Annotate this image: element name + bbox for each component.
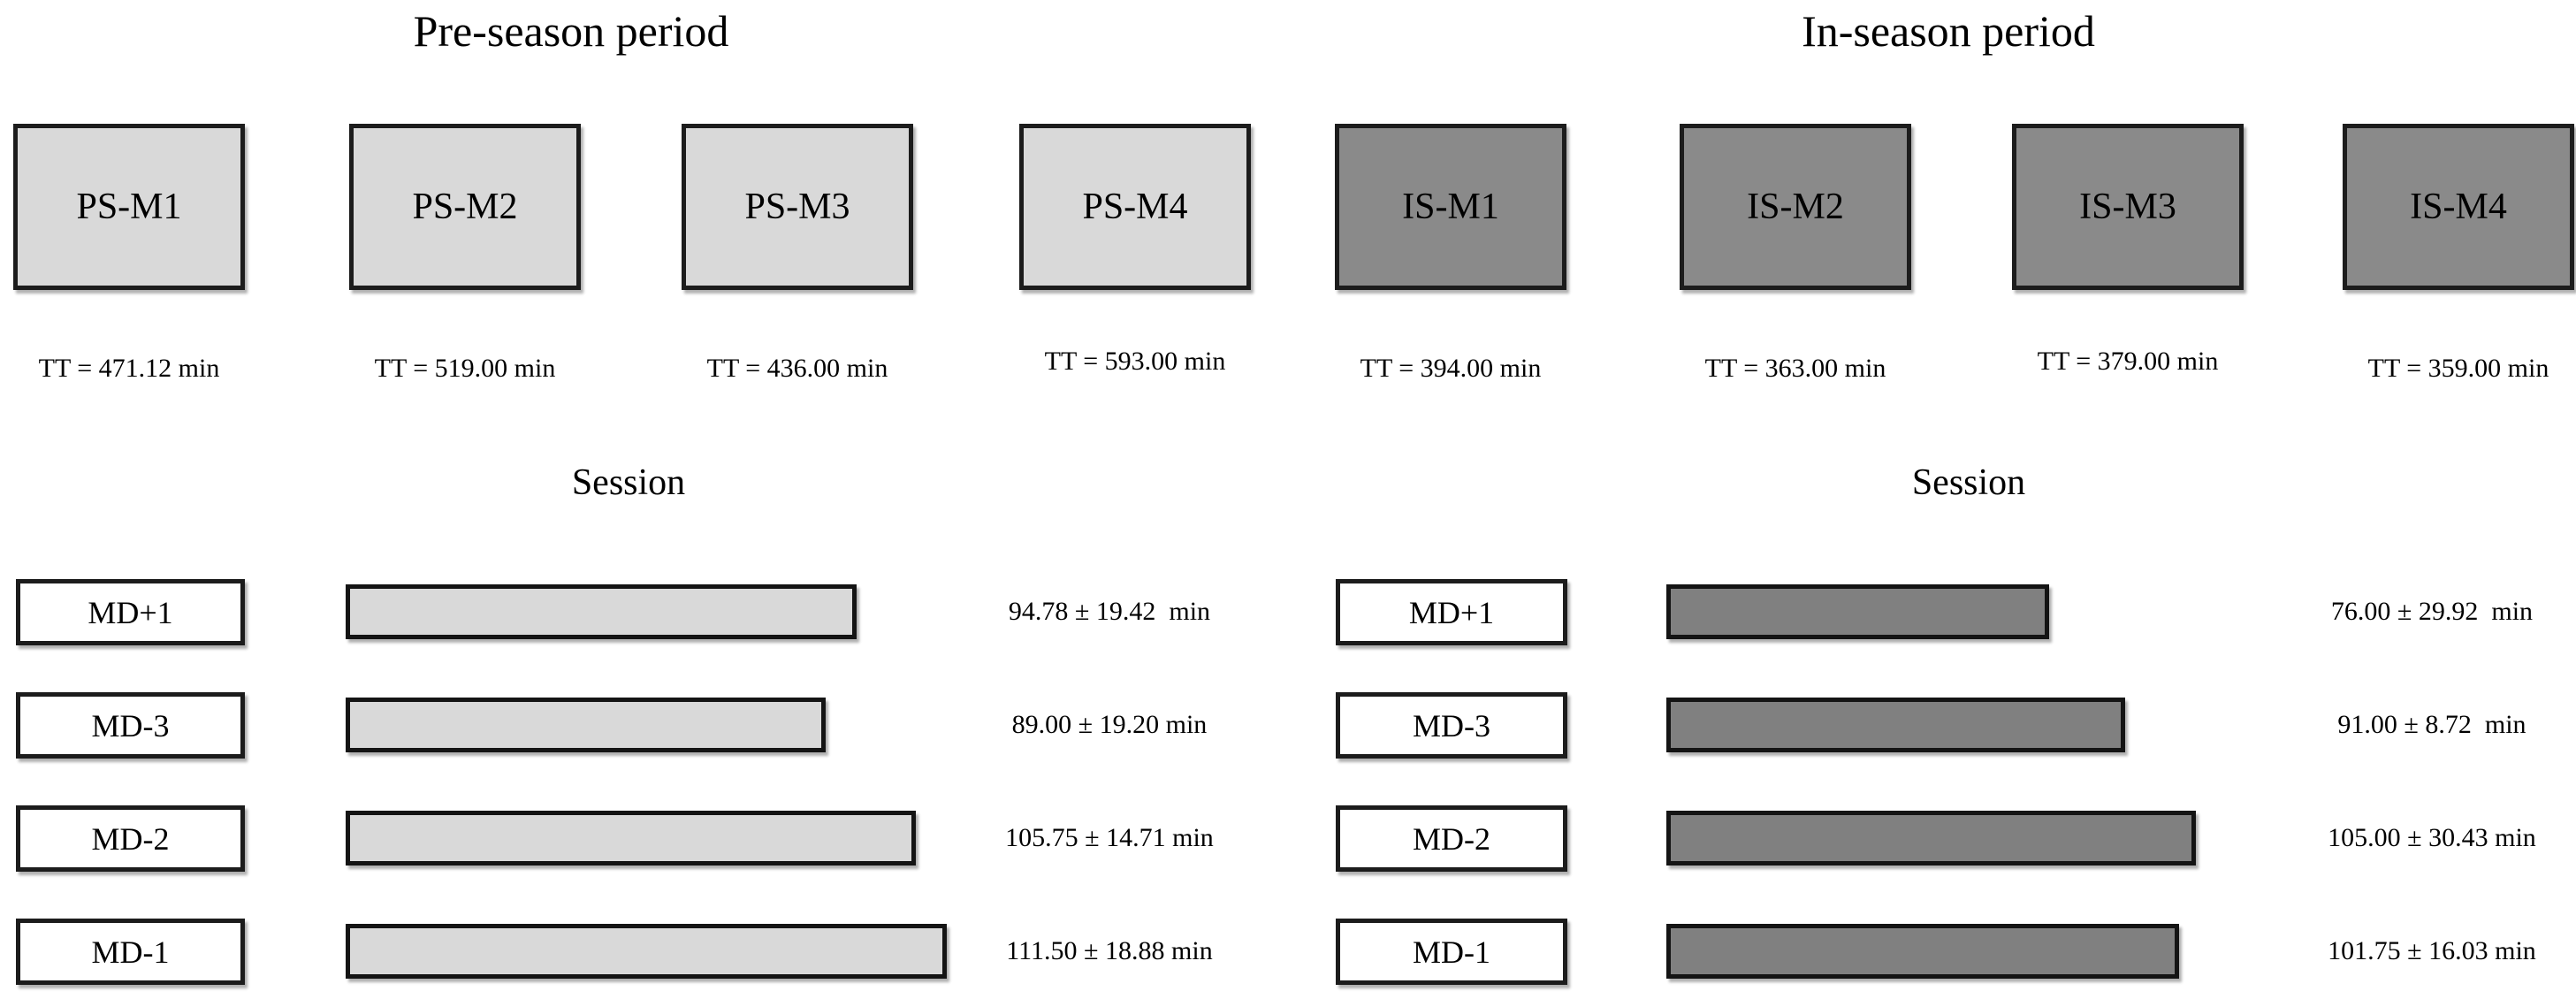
- microcycle-label: PS-M1: [76, 187, 182, 227]
- session-duration-bar-in-md-minus1: [1666, 924, 2179, 979]
- microcycle-box-is-m3: IS-M3: [2012, 124, 2244, 290]
- microcycle-box-ps-m3: PS-M3: [682, 124, 913, 290]
- microcycle-label: PS-M2: [412, 187, 518, 227]
- session-duration-value-in-md-minus1: 101.75 ± 16.03 min: [2328, 936, 2536, 965]
- session-duration-value-pre-md-minus2: 105.75 ± 14.71 min: [1005, 823, 1214, 852]
- matchday-box-pre-md-minus3: MD-3: [16, 692, 245, 759]
- microcycle-label: IS-M3: [2079, 187, 2176, 227]
- matchday-label: MD-2: [91, 820, 170, 857]
- matchday-box-in-md-minus3: MD-3: [1336, 692, 1567, 759]
- session-duration-value-pre-md-minus3: 89.00 ± 19.20 min: [1011, 710, 1208, 739]
- tt-label-is-m1: TT = 394.00 min: [1360, 354, 1542, 383]
- matchday-box-pre-md-plus1: MD+1: [16, 579, 245, 645]
- session-duration-bar-pre-md-minus1: [346, 924, 947, 979]
- matchday-label: MD-3: [1413, 707, 1490, 744]
- matchday-label: MD+1: [88, 594, 173, 630]
- matchday-box-pre-md-minus1: MD-1: [16, 919, 245, 985]
- matchday-label: MD-1: [1413, 934, 1490, 970]
- microcycle-box-is-m2: IS-M2: [1680, 124, 1911, 290]
- session-title-pre-season: Session: [571, 462, 686, 503]
- matchday-label: MD-3: [91, 707, 170, 744]
- session-duration-value-pre-md-minus1: 111.50 ± 18.88 min: [1006, 936, 1213, 965]
- session-duration-value-in-md-minus2: 105.00 ± 30.43 min: [2328, 823, 2536, 852]
- session-duration-bar-pre-md-plus1: [346, 584, 857, 639]
- session-duration-bar-in-md-minus2: [1666, 811, 2196, 866]
- matchday-box-pre-md-minus2: MD-2: [16, 805, 245, 872]
- microcycle-label: PS-M4: [1082, 187, 1188, 227]
- session-duration-bar-pre-md-minus2: [346, 811, 916, 866]
- microcycle-label: IS-M4: [2410, 187, 2507, 227]
- microcycle-box-is-m4: IS-M4: [2343, 124, 2574, 290]
- matchday-box-in-md-minus1: MD-1: [1336, 919, 1567, 985]
- tt-label-is-m2: TT = 363.00 min: [1704, 354, 1886, 383]
- microcycle-label: IS-M1: [1402, 187, 1499, 227]
- matchday-label: MD+1: [1408, 594, 1495, 630]
- microcycle-label: PS-M3: [744, 187, 850, 227]
- tt-label-is-m3: TT = 379.00 min: [2037, 347, 2219, 376]
- session-duration-value-pre-md-plus1: 94.78 ± 19.42 min: [1008, 597, 1211, 626]
- tt-label-ps-m3: TT = 436.00 min: [706, 354, 888, 383]
- microcycle-label: IS-M2: [1747, 187, 1844, 227]
- matchday-box-in-md-plus1: MD+1: [1336, 579, 1567, 645]
- microcycle-box-ps-m2: PS-M2: [349, 124, 581, 290]
- tt-label-ps-m2: TT = 519.00 min: [374, 354, 556, 383]
- tt-label-ps-m4: TT = 593.00 min: [1044, 347, 1226, 376]
- microcycle-box-ps-m4: PS-M4: [1019, 124, 1251, 290]
- session-title-in-season: Session: [1911, 462, 2026, 503]
- in-season-period-title: In-season period: [1802, 6, 2095, 56]
- microcycle-box-ps-m1: PS-M1: [13, 124, 245, 290]
- session-duration-bar-in-md-minus3: [1666, 698, 2125, 752]
- session-duration-value-in-md-minus3: 91.00 ± 8.72 min: [2337, 710, 2526, 739]
- session-duration-bar-pre-md-minus3: [346, 698, 826, 752]
- matchday-label: MD-1: [91, 934, 170, 970]
- tt-label-ps-m1: TT = 471.12 min: [38, 354, 220, 383]
- pre-season-period-title: Pre-season period: [413, 6, 729, 56]
- matchday-box-in-md-minus2: MD-2: [1336, 805, 1567, 872]
- microcycle-box-is-m1: IS-M1: [1335, 124, 1566, 290]
- session-duration-value-in-md-plus1: 76.00 ± 29.92 min: [2330, 597, 2534, 626]
- matchday-label: MD-2: [1413, 820, 1490, 857]
- tt-label-is-m4: TT = 359.00 min: [2367, 354, 2549, 383]
- session-duration-bar-in-md-plus1: [1666, 584, 2049, 639]
